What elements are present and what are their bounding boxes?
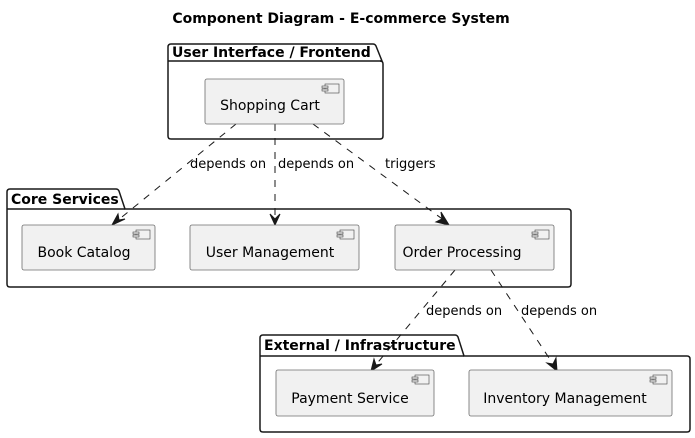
component-box	[275, 369, 435, 417]
component-icon	[132, 229, 151, 240]
component-icon	[649, 374, 668, 385]
edge-cart-to-order-processing[interactable]: triggers	[312, 123, 451, 226]
component-label: User Management	[206, 245, 335, 261]
component-label: Payment Service	[291, 391, 408, 407]
component-order-processing[interactable]: Order Processing	[394, 224, 555, 271]
arrowhead-icon	[370, 357, 383, 373]
arrowhead-icon	[110, 212, 126, 227]
edge-label: depends on	[521, 304, 597, 319]
component-box	[204, 78, 345, 125]
arrowhead-icon	[434, 211, 451, 226]
component-book-catalog[interactable]: Book Catalog	[21, 224, 156, 271]
component-box	[189, 224, 360, 271]
package-frontend-label: User Interface / Frontend	[172, 45, 371, 61]
edges: depends on depends on triggers depends o…	[110, 123, 597, 373]
component-user-management[interactable]: User Management	[189, 224, 360, 271]
component-box	[21, 224, 156, 271]
arrowhead-icon	[269, 213, 281, 227]
edge-label: depends on	[190, 157, 266, 172]
component-label: Shopping Cart	[220, 98, 320, 114]
component-label: Book Catalog	[37, 245, 130, 261]
package-external-label: External / Infrastructure	[264, 338, 456, 354]
edge-order-to-inventory[interactable]: depends on	[490, 269, 597, 373]
component-icon	[411, 374, 430, 385]
component-icon	[336, 229, 355, 240]
arrowhead-icon	[545, 356, 558, 373]
component-icon	[321, 83, 340, 94]
edge-line	[490, 269, 556, 368]
edge-label: depends on	[426, 304, 502, 319]
component-box	[394, 224, 555, 271]
edge-cart-to-catalog[interactable]: depends on	[110, 123, 266, 227]
edge-order-to-payment[interactable]: depends on	[370, 269, 502, 373]
edge-line	[116, 123, 237, 222]
edge-label: triggers	[385, 157, 436, 172]
diagram-title: Component Diagram - E-commerce System	[172, 11, 509, 27]
component-label: Inventory Management	[483, 391, 647, 407]
component-inventory-management[interactable]: Inventory Management	[468, 369, 673, 417]
component-label: Order Processing	[403, 245, 522, 261]
package-core-label: Core Services	[11, 192, 119, 208]
edge-cart-to-user-management[interactable]: depends on	[269, 124, 354, 227]
component-icon	[531, 229, 550, 240]
edge-label: depends on	[278, 157, 354, 172]
component-shopping-cart[interactable]: Shopping Cart	[204, 78, 345, 125]
component-box	[468, 369, 673, 417]
component-payment-service[interactable]: Payment Service	[275, 369, 435, 417]
